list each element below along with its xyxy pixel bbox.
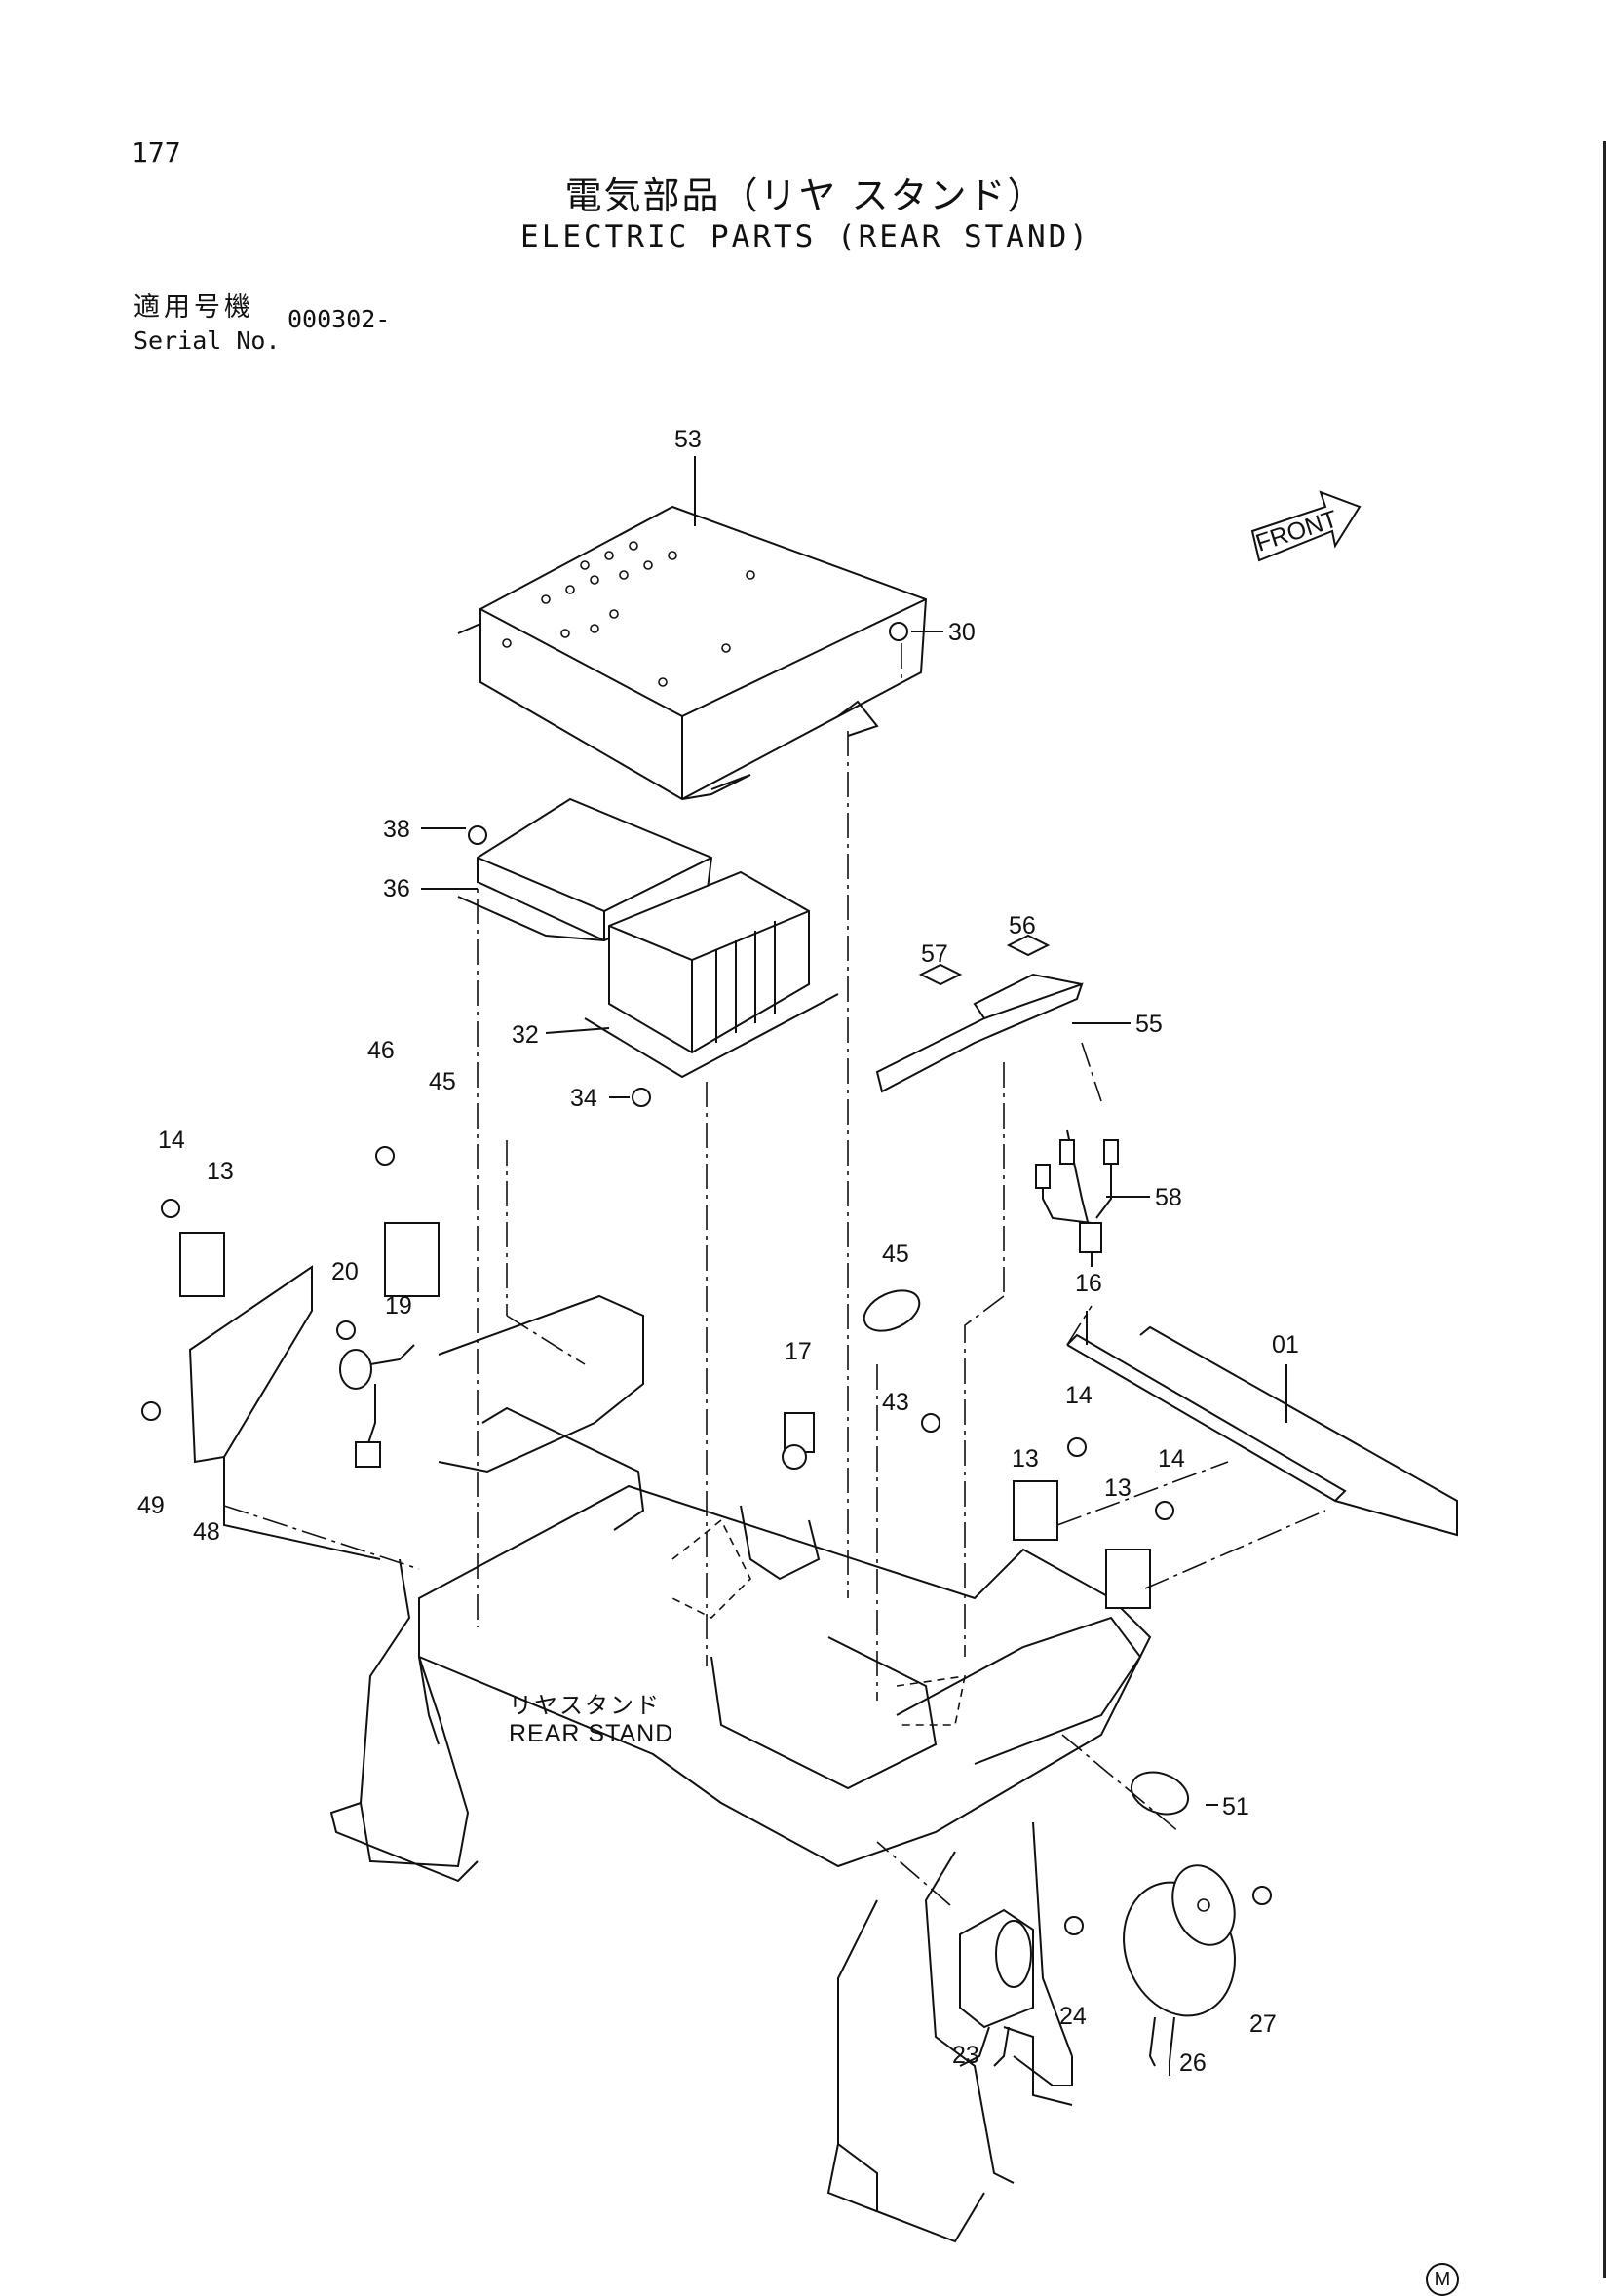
leader-lines (223, 456, 1287, 1806)
rear-stand-frame (329, 1294, 1152, 2243)
callout-58: 58 (1155, 1184, 1182, 1211)
callout-14-mid: 14 (1065, 1382, 1093, 1409)
sensor-19 (339, 1344, 415, 1468)
callout-13-mid: 13 (1012, 1445, 1039, 1473)
serial-label-jp: 適用号機 (134, 292, 254, 323)
bracket-55 (875, 973, 1084, 1093)
label-plate-57 (918, 963, 963, 986)
assembly-lines (223, 643, 1326, 1906)
callout-numbers: 53 30 38 36 32 34 46 45 14 13 20 19 49 4… (137, 426, 1299, 2077)
callout-43: 43 (882, 1389, 909, 1416)
front-arrow-icon: FRONT (1250, 490, 1362, 562)
page-number: 177 (132, 136, 181, 169)
front-label: FRONT (1252, 505, 1341, 556)
callout-56: 56 (1009, 912, 1036, 939)
callout-34: 34 (570, 1085, 597, 1112)
serial-label-en: Serial No. (134, 326, 281, 355)
callout-14-left: 14 (158, 1127, 185, 1154)
callout-16: 16 (1075, 1270, 1102, 1297)
relay-panel-48 (179, 1232, 381, 1560)
callout-57: 57 (921, 940, 948, 968)
callout-13-right: 13 (1104, 1474, 1132, 1502)
callout-51: 51 (1222, 1793, 1249, 1820)
controller-box-53 (457, 505, 928, 801)
label-plate-56 (1006, 934, 1051, 957)
callout-48: 48 (193, 1518, 220, 1546)
callout-26: 26 (1179, 2049, 1207, 2077)
relay-45 (384, 1222, 440, 1297)
page-title-jp: 電気部品（リヤ スタンド） (564, 174, 1047, 217)
horn-23 (959, 1908, 1034, 2067)
callout-17: 17 (785, 1338, 812, 1365)
callout-45-top: 45 (429, 1068, 456, 1095)
relay-13-mid (1013, 1480, 1058, 1541)
rear-stand-label-en: REAR STAND (509, 1720, 674, 1747)
callout-49: 49 (137, 1492, 165, 1519)
callout-30: 30 (948, 619, 976, 646)
callout-36: 36 (383, 875, 410, 902)
bolt-icons (141, 622, 1272, 1935)
callout-13-left: 13 (207, 1158, 234, 1185)
relay-13-right (1105, 1549, 1151, 1609)
plate-16 (1066, 1333, 1347, 1503)
band-51 (1130, 1771, 1190, 1816)
sub-unit-36 (457, 797, 713, 942)
horn-26 (1123, 1864, 1236, 2076)
callout-53: 53 (674, 426, 702, 453)
harness-58 (1035, 1129, 1119, 1267)
callout-24: 24 (1059, 2003, 1087, 2030)
callout-01: 01 (1272, 1331, 1299, 1358)
callout-45-band: 45 (882, 1241, 909, 1268)
callout-32: 32 (512, 1021, 539, 1049)
callout-23: 23 (952, 2042, 979, 2069)
callout-19: 19 (385, 1292, 412, 1320)
callout-27: 27 (1249, 2010, 1277, 2038)
callout-38: 38 (383, 816, 410, 843)
plate-01 (1139, 1325, 1458, 1537)
page-edge-rule (1603, 141, 1606, 2278)
callout-46: 46 (367, 1037, 395, 1064)
band-45 (863, 1289, 921, 1332)
callout-20: 20 (331, 1258, 359, 1285)
heatsink-unit-32 (584, 870, 839, 1079)
serial-value: 000302- (288, 305, 391, 333)
callout-55: 55 (1135, 1011, 1163, 1038)
callout-14-right: 14 (1158, 1445, 1185, 1473)
page-title-en: ELECTRIC PARTS (REAR STAND) (520, 219, 1091, 254)
switch-17 (782, 1412, 815, 1470)
